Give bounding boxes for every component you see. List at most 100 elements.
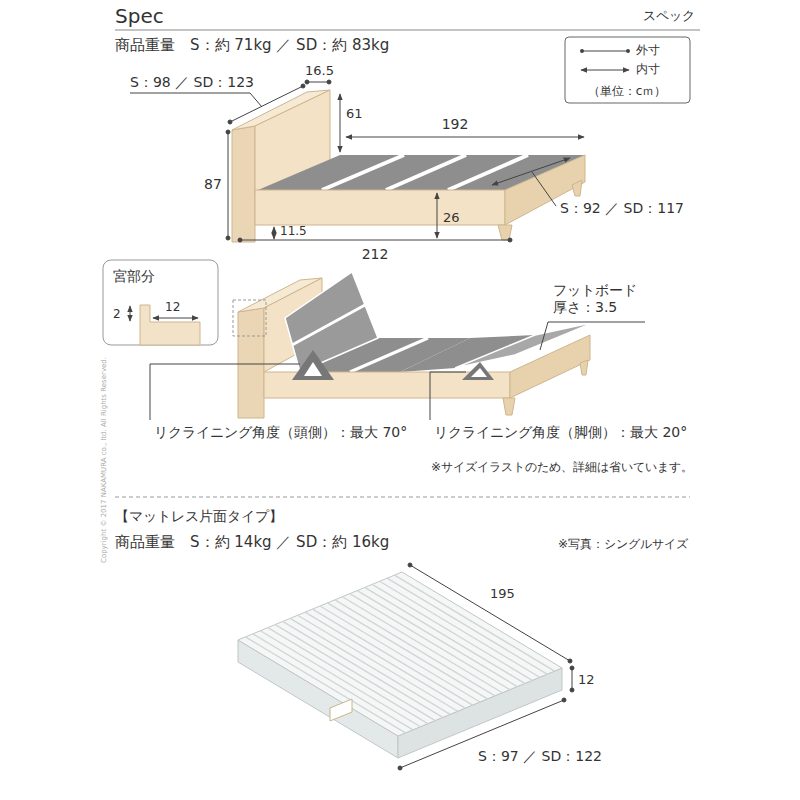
quilt-stripe [387,578,547,674]
dimension-line [437,193,438,238]
watermark: Copyright © 2017 NAKAMURA co., ltd. All … [100,357,108,563]
title: Spec [115,4,164,28]
quilt-stripe [342,597,502,693]
reclining-bed [292,305,365,345]
dimension-line [240,240,510,241]
inset-detail [130,306,131,321]
dimension-label: 61 [346,106,363,122]
dimension-line [532,172,556,206]
quilt-stripe [365,587,525,683]
quilt-stripe [372,584,532,680]
dimension-line [492,158,570,185]
mattress [245,575,554,733]
quilt-stripe [268,628,428,724]
reclining-bed [471,368,487,377]
outer-dimension-sample [580,49,584,53]
dimension-label: S：97 ／ SD：122 [478,748,602,765]
legend-entry: 内寸 [578,61,660,78]
dimension-label: S：98 ／ SD：123 [130,74,254,91]
quilt-stripe [350,594,510,690]
dimension-line [226,236,230,240]
quilt-stripe [357,591,517,687]
dimension-line [398,563,574,770]
dimension-label: 192 [442,116,469,133]
quilt-stripe [327,603,487,699]
dimension-line [398,766,402,770]
leader-line [540,322,645,350]
dimension-label: 12 [165,300,180,314]
callout-label: リクライニング角度（脚側）：最大 20° [434,424,687,441]
legend-entry: 外寸 [578,42,660,59]
reclining-bed [233,272,595,418]
bed-frame [232,126,255,242]
mattress [330,699,352,721]
dimension-label: 195 [490,586,515,602]
quilt-stripe [275,625,435,721]
reclining-bed [503,398,515,415]
quilt-stripe [320,606,480,702]
dimension-line [228,120,232,124]
legend-text: 外寸 [636,42,660,59]
dimension-line [568,659,572,663]
separator [115,497,690,498]
dimension-line [508,238,512,242]
dimension-line [274,227,275,239]
legend-swatch [578,64,632,76]
dimension-label: 16.5 [305,63,334,79]
dimension-line [226,130,230,134]
dimension-line [340,94,341,152]
bed-frame [572,180,582,196]
quilt-stripe [305,612,465,708]
header-rule [115,30,700,31]
leader-line [150,322,645,420]
inset-box [103,260,218,345]
callout-label: フットボード 厚さ：3.5 [553,282,645,316]
note: ※サイズイラストのため、詳細は省いています。 [431,460,693,474]
dimension-line [408,563,412,567]
reclining-bed [462,362,494,380]
dimension-label: S：92 ／ SD：117 [560,200,684,217]
leader-line [150,364,300,420]
dimension-label: 212 [362,246,389,263]
mattress [238,572,562,758]
reclining-bed [580,360,588,375]
dimension-line [238,238,242,242]
dimension-line [570,688,574,692]
bed-frame [322,155,404,190]
bed-frame [232,90,585,242]
mattress [238,572,562,736]
reclining-bed [304,362,322,376]
weight-note: 商品重量 S：約 71kg ／ SD：約 83kg [115,36,389,54]
bed-frame [386,155,466,190]
reclining-bed [233,300,266,336]
dimension-line [570,666,574,670]
legend-box [565,37,690,103]
bed-frame [255,190,505,225]
dimension-label: 87 [204,176,222,193]
quilt-stripe [260,631,420,727]
inset-detail [153,318,198,319]
dimension-line [562,698,566,702]
dimension-line [130,80,584,242]
weight-note: 商品重量 S：約 14kg ／ SD：約 16kg [115,533,389,551]
legend-text: 内寸 [636,61,660,78]
reclining-bed [285,272,378,372]
dimension-line [305,80,309,84]
dimension-label: 12 [578,672,595,688]
dimension-line [307,82,329,83]
legend-swatch [578,45,632,57]
quilt-stripe [395,575,555,671]
outer-dimension-sample [582,50,628,51]
reclining-bed [510,335,590,398]
dimension-label: 2 [113,307,121,321]
dimension-line [327,80,331,84]
section-heading: 【マットレス片面タイプ】 [115,508,283,525]
quilt-stripe [335,600,495,696]
dimension-label: 11.5 [280,224,307,238]
dimension-line [572,668,573,690]
inset-box: 宮部分212 [103,260,218,345]
dimension-line [410,565,570,661]
callout-label: リクライニング角度（頭側）：最大 70° [154,424,407,441]
